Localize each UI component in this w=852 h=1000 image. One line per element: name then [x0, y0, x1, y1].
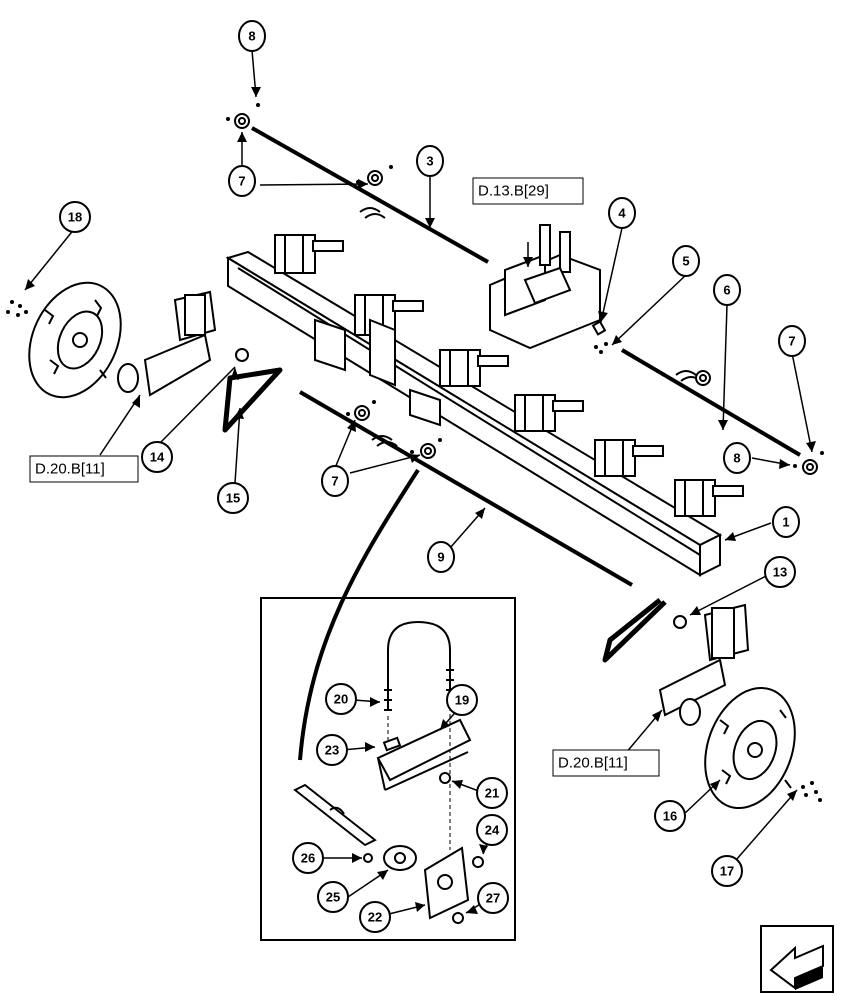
callout-23: 23 — [316, 734, 348, 766]
callout-label: 27 — [486, 891, 500, 906]
callout-label: 8 — [248, 29, 255, 44]
callout-13: 13 — [764, 556, 796, 588]
callout-7-right: 7 — [778, 325, 806, 357]
callout-22: 22 — [359, 901, 391, 933]
callout-label: 23 — [325, 743, 339, 758]
callout-17: 17 — [711, 855, 743, 887]
callout-7-top: 7 — [228, 165, 256, 197]
callout-label: 18 — [68, 210, 82, 225]
next-page-arrow-icon[interactable] — [760, 925, 834, 993]
callout-16: 16 — [654, 800, 686, 832]
callout-18: 18 — [59, 201, 91, 233]
callout-label: 8 — [733, 451, 740, 466]
callout-27: 27 — [477, 882, 509, 914]
callout-label: 15 — [226, 491, 240, 506]
callout-19: 19 — [446, 684, 478, 716]
callout-9: 9 — [427, 541, 455, 573]
callout-label: 6 — [723, 283, 730, 298]
main-frame-beam — [225, 250, 723, 577]
callout-14: 14 — [141, 441, 173, 473]
detail-inset — [260, 597, 516, 941]
callout-label: 5 — [682, 254, 689, 269]
callout-3: 3 — [416, 145, 444, 177]
callout-label: 4 — [618, 206, 626, 221]
callout-label: 16 — [663, 809, 677, 824]
upper-shaft — [251, 126, 489, 264]
hose-line — [298, 468, 420, 761]
callout-label: 17 — [720, 864, 734, 879]
callout-15: 15 — [217, 482, 249, 514]
center-bracket-assembly — [489, 224, 601, 350]
callout-7-lower: 7 — [321, 465, 349, 497]
callout-label: 21 — [485, 786, 499, 801]
callout-1: 1 — [772, 506, 800, 538]
right-gauge-wheel — [658, 603, 796, 810]
callout-label: 25 — [326, 890, 340, 905]
callout-label: 19 — [455, 693, 469, 708]
callout-label: 7 — [331, 474, 338, 489]
callout-label: 7 — [238, 174, 245, 189]
reference-label: D.20.B[11] — [35, 461, 105, 478]
callout-label: 9 — [437, 550, 444, 565]
callout-20: 20 — [325, 683, 357, 715]
callout-label: 22 — [368, 910, 382, 925]
row-unit-brackets — [274, 234, 744, 517]
right-shaft — [620, 348, 802, 457]
callout-8-top: 8 — [238, 20, 266, 52]
callout-label: 20 — [334, 692, 348, 707]
callout-label: 3 — [426, 154, 433, 169]
reference-d20-left[interactable]: D.20.B[11] — [29, 455, 139, 483]
callout-label: 14 — [150, 450, 165, 465]
callout-4: 4 — [608, 197, 636, 229]
callout-label: 1 — [782, 515, 789, 530]
callout-label: 13 — [773, 565, 787, 580]
callout-6: 6 — [713, 274, 741, 306]
callout-label: 7 — [788, 334, 795, 349]
callout-8-right: 8 — [723, 442, 751, 474]
callout-21: 21 — [476, 777, 508, 809]
reference-label: D.13.B[29] — [478, 183, 549, 200]
callout-24: 24 — [476, 814, 508, 846]
reference-label: D.20.B[11] — [558, 755, 628, 772]
left-gauge-wheel — [28, 281, 249, 399]
callout-26: 26 — [292, 842, 324, 874]
callout-label: 24 — [485, 823, 500, 838]
callout-label: 26 — [301, 851, 315, 866]
reference-d20-right[interactable]: D.20.B[11] — [552, 749, 660, 777]
callout-25: 25 — [317, 881, 349, 913]
callout-5: 5 — [672, 245, 700, 277]
nuts-and-fasteners — [6, 103, 824, 802]
arrowheads — [25, 87, 816, 914]
drive-chains — [222, 367, 667, 663]
reference-d13[interactable]: D.13.B[29] — [472, 177, 584, 205]
